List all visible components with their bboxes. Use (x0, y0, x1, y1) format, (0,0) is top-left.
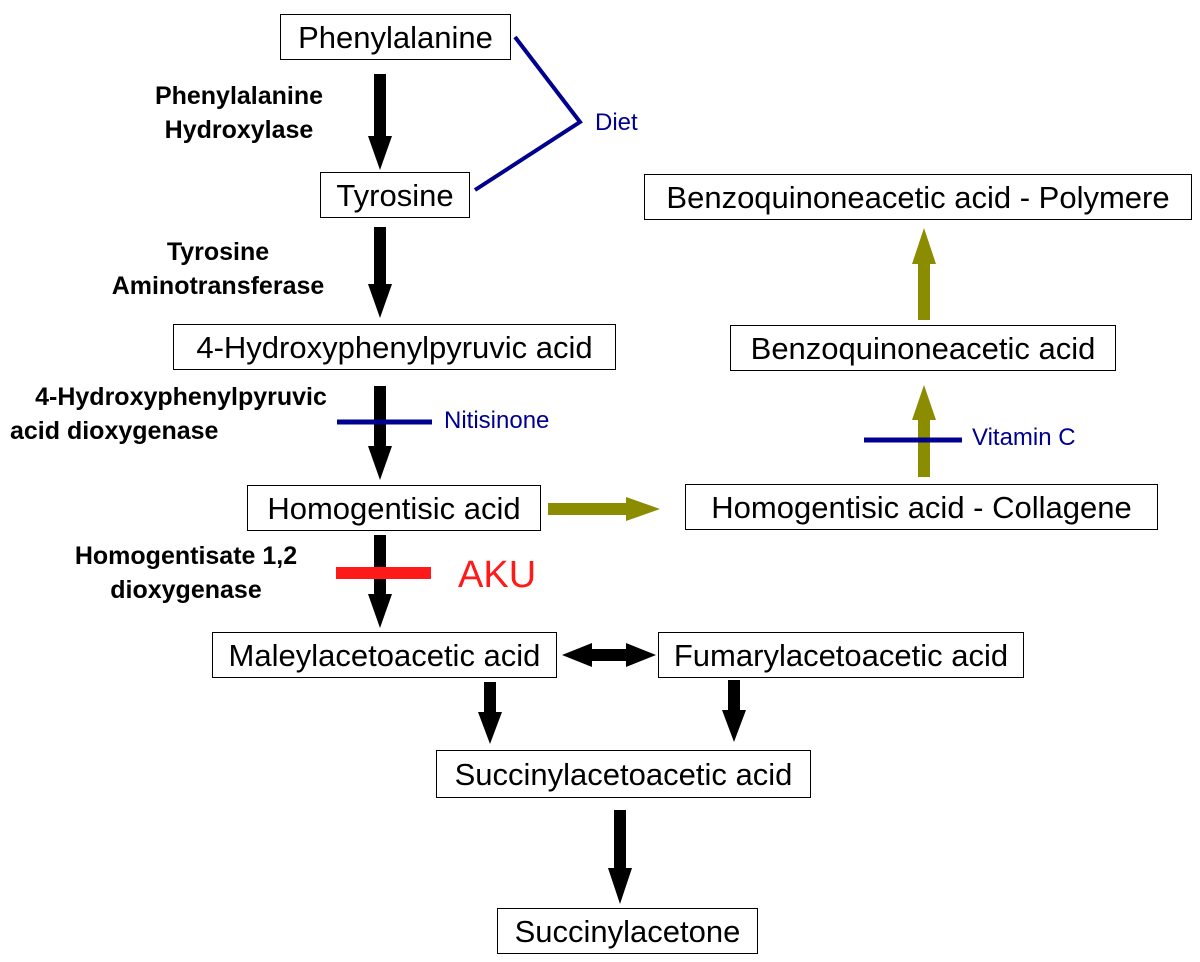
enzyme-phenylalanine-hydroxylase: Phenylalanine Hydroxylase (128, 79, 350, 147)
enzyme-label-line: Hydroxylase (164, 116, 314, 144)
diet-bracket-line (473, 35, 583, 192)
annotation-aku: AKU (458, 554, 537, 596)
arrow-maleyl-fumaryl-bidirectional (562, 643, 656, 667)
arrow-homogentisic-to-maleylacetoacetic (368, 535, 392, 628)
enzyme-4-hydroxyphenylpyruvic-acid-dioxygenase: 4-Hydroxyphenylpyruvic acid dioxygenase (0, 380, 362, 448)
enzyme-tyrosine-aminotransferase: Tyrosine Aminotransferase (78, 235, 358, 303)
arrow-succinylacetoacetic-to-succinylacetone (608, 810, 632, 904)
node-tyrosine: Tyrosine (320, 172, 470, 218)
node-homogentisic-acid-collagene: Homogentisic acid - Collagene (685, 484, 1158, 530)
node-benzoquinoneacetic-acid: Benzoquinoneacetic acid (730, 325, 1116, 371)
node-homogentisic-acid: Homogentisic acid (247, 485, 541, 531)
annotation-vitamin-c: Vitamin C (972, 424, 1076, 451)
arrow-benzoquinoneacetic-to-polymere (912, 228, 936, 320)
annotation-diet: Diet (595, 109, 638, 136)
enzyme-label-line: Homogentisate 1,2 (74, 542, 298, 570)
node-phenylalanine: Phenylalanine (280, 14, 511, 60)
arrow-fumaryl-to-succinylacetoacetic (722, 680, 746, 742)
enzyme-homogentisate-dioxygenase: Homogentisate 1,2 dioxygenase (40, 539, 332, 607)
arrow-phenylalanine-to-tyrosine (368, 74, 392, 170)
enzyme-label-line: Tyrosine (166, 238, 270, 266)
arrow-hppa-to-homogentisic (368, 386, 392, 480)
node-benzoquinoneacetic-acid-polymere: Benzoquinoneacetic acid - Polymere (644, 174, 1192, 220)
node-maleylacetoacetic-acid: Maleylacetoacetic acid (212, 632, 557, 678)
arrow-homogentisic-to-collagene (548, 497, 660, 521)
enzyme-label-line: acid dioxygenase (10, 417, 219, 445)
arrow-maleyl-to-succinylacetoacetic (478, 682, 502, 744)
arrow-collagene-to-benzoquinoneacetic (912, 385, 936, 477)
node-succinylacetone: Succinylacetone (497, 908, 758, 954)
enzyme-label-line: Phenylalanine (154, 82, 324, 110)
node-4-hydroxyphenylpyruvic-acid: 4-Hydroxyphenylpyruvic acid (173, 324, 616, 370)
annotation-nitisinone: Nitisinone (444, 407, 550, 434)
enzyme-label-line: 4-Hydroxyphenylpyruvic (35, 383, 327, 411)
node-fumarylacetoacetic-acid: Fumarylacetoacetic acid (658, 632, 1024, 678)
arrow-tyrosine-to-hppa (368, 227, 392, 318)
node-succinylacetoacetic-acid: Succinylacetoacetic acid (436, 750, 811, 798)
enzyme-label-line: Aminotransferase (111, 272, 325, 300)
enzyme-label-line: dioxygenase (110, 576, 262, 604)
